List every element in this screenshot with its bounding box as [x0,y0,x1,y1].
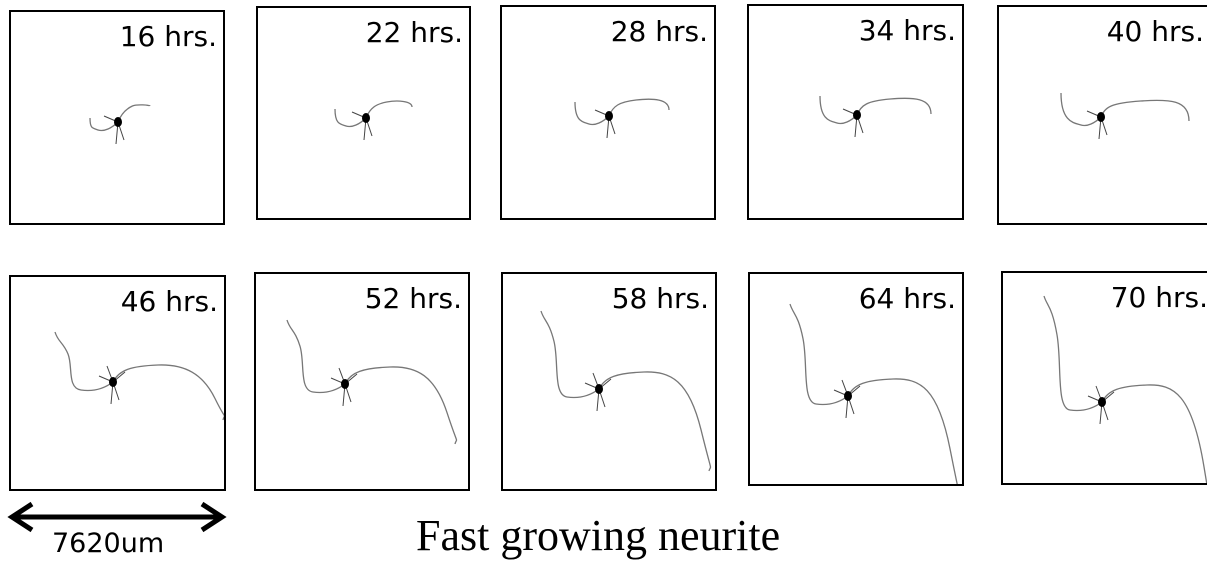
time-label: 40 hrs. [1106,15,1204,48]
panel-40h: 40 hrs. [997,5,1207,225]
neurite-branch [334,108,367,128]
neurite-branch [598,371,712,472]
neurite-drawing [540,310,712,472]
neurite-branch [54,331,114,392]
neurite-branch [1043,295,1103,412]
neurite-drawing [89,104,151,145]
time-label: 52 hrs. [364,282,462,315]
panel-70h: 70 hrs. [1001,271,1207,485]
time-label: 22 hrs. [365,16,463,49]
soma [1098,397,1106,407]
soma [1097,112,1105,122]
soma [109,377,117,387]
neurite-branch [819,95,858,125]
time-label: 46 hrs. [120,285,218,318]
neurite-branch [856,97,932,116]
neurite-branch [789,303,849,406]
neurite-drawing [334,100,413,141]
time-label: 34 hrs. [858,14,956,47]
neurite-branch [1100,99,1190,122]
soma [362,113,370,123]
neurite-drawing [789,303,958,484]
neurite-branch [365,100,413,119]
neurite-drawing [286,319,458,445]
neurite-branch [112,364,224,421]
neurite-branch [847,378,958,484]
time-label: 58 hrs. [611,282,709,315]
figure-caption: Fast growing neurite [416,511,781,560]
neurite-branch [574,101,610,126]
neurite-branch [608,98,670,117]
neurite-branch [286,319,346,394]
soma [341,379,349,389]
panel-52h: 52 hrs. [254,272,470,491]
panel-28h: 28 hrs. [500,5,716,220]
neurite-branch [344,366,458,445]
panel-22h: 22 hrs. [256,6,471,220]
neurite-branch [540,310,600,399]
soma [853,110,861,120]
neurite-branch [1060,92,1102,127]
neurite-drawing [819,95,932,138]
panel-58h: 58 hrs. [501,272,717,491]
scale-bar-double-arrow [7,501,227,533]
panel-16h: 16 hrs. [9,10,225,225]
time-label: 28 hrs. [610,15,708,48]
neurite-branch [1101,384,1207,483]
neurite-drawing [54,331,224,421]
panel-34h: 34 hrs. [747,4,964,220]
neurite-drawing [1043,295,1207,483]
soma [114,117,122,127]
neurite-branch [89,117,119,132]
soma [844,391,852,401]
time-label: 16 hrs. [119,20,217,53]
soma [595,384,603,394]
neurite-drawing [574,98,670,139]
time-label: 64 hrs. [858,282,956,315]
soma [605,111,613,121]
neurite-branch [117,104,151,123]
panel-46h: 46 hrs. [9,275,226,491]
scale-label: 7620um [52,528,165,559]
neurite-drawing [1060,92,1190,140]
panel-64h: 64 hrs. [748,272,964,486]
time-label: 70 hrs. [1110,281,1207,314]
